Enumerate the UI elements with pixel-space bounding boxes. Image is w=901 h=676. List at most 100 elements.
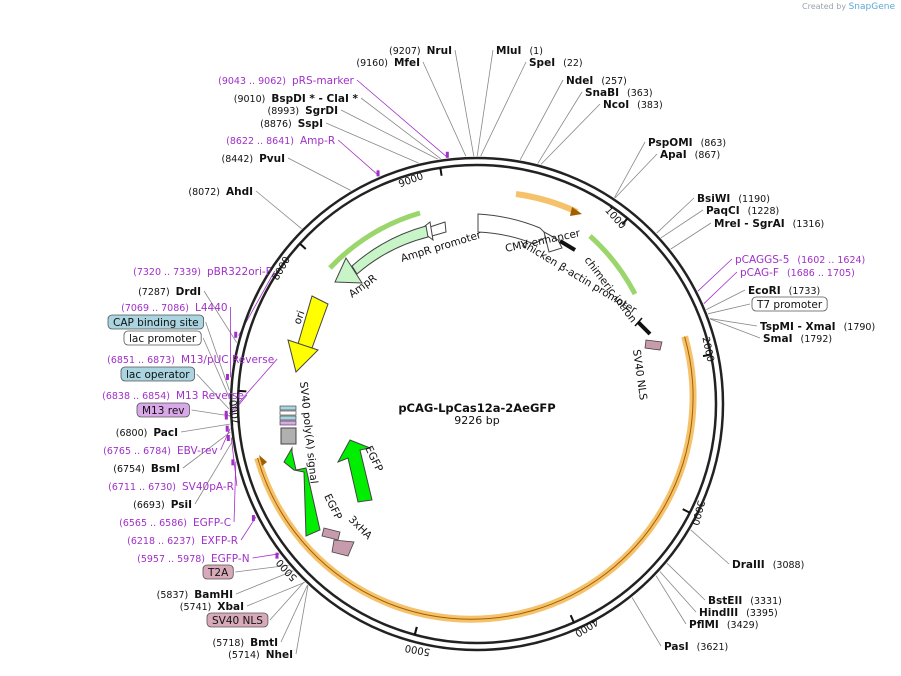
enzyme-pos-left-2: (9010) (234, 94, 266, 105)
primer-pos-7: (6838 .. 6854) (102, 391, 170, 402)
primer-12: EGFP-N (211, 553, 250, 565)
lpcas12a-orf-arc (254, 335, 697, 623)
chimeric-intron-bar (636, 320, 652, 336)
boxed-leader-2 (202, 337, 230, 398)
leader-left-6 (255, 190, 302, 230)
leader-right-1 (480, 61, 527, 157)
enzyme-pos-14: (3331) (750, 596, 782, 607)
promoter-black-bar (558, 239, 577, 252)
boxed-label-6: SV40 NLS (206, 612, 269, 628)
boxed-leader-6 (269, 581, 305, 621)
egfp-arrow-lower (283, 446, 321, 537)
primer-pos-0: (9043 .. 9062) (218, 76, 286, 87)
enzyme-pos-17: (3621) (697, 642, 729, 653)
enzyme-pos-12: (1792) (801, 334, 833, 345)
tick-label-6: 7000 (228, 399, 242, 426)
enzyme-pos-left-5: (8442) (221, 154, 253, 165)
boxed-label-text-0: T7 promoter (756, 299, 823, 311)
boxed-label-2: lac promoter (123, 330, 202, 346)
boxed-leader-1 (205, 321, 230, 391)
tick-label-4: 5000 (404, 642, 431, 657)
leader-left-3 (340, 109, 438, 160)
leader-left-14 (295, 585, 309, 655)
green-arc-left (328, 210, 421, 270)
enzyme-site-1: SpeI (529, 57, 555, 69)
enzyme-pos-0: (1) (529, 46, 542, 57)
leader-left-12 (246, 581, 305, 607)
leader-left-5 (287, 157, 351, 191)
green-arc-right (588, 234, 638, 296)
primer-mark-9 (226, 434, 230, 441)
enzyme-pos-13: (3088) (773, 560, 805, 571)
label-egfp-lower: EGFP (321, 492, 344, 522)
t2a-box (331, 539, 355, 557)
enzyme-pos-left-4: (8876) (260, 119, 292, 130)
enzyme-site-16: PflMI (689, 619, 719, 631)
primer-3: pCAG-F (740, 267, 779, 279)
leader-right-6 (614, 153, 658, 199)
leader-right-7 (656, 197, 695, 234)
enzyme-pos-15: (3395) (746, 608, 778, 619)
leader-right-9 (670, 222, 712, 250)
boxed-label-bg-0 (751, 296, 828, 312)
enzyme-site-left-10: PsiI (171, 499, 192, 511)
leader-right-16 (655, 575, 687, 625)
enzyme-site-8: PaqCI (706, 205, 740, 217)
enzyme-site-14: BstEII (708, 595, 742, 607)
enzyme-pos-2: (257) (601, 76, 627, 87)
enzyme-pos-left-1: (9160) (356, 58, 388, 69)
right-enzyme-labels: MluI(1)SpeI(22)NdeI(257)SnaBI(363)NcoI(3… (496, 45, 875, 653)
m13-rev-box (279, 420, 297, 426)
primer-pos-10: (6565 .. 6586) (119, 518, 187, 529)
egfp-arrow-upper (336, 439, 373, 503)
tick-label-8: 9000 (397, 171, 425, 190)
enzyme-pos-4: (383) (637, 100, 663, 111)
leader-right-11 (709, 318, 758, 327)
enzyme-site-15: HindIII (699, 607, 738, 619)
primer-mark-5 (225, 373, 229, 380)
boxed-label-3: lac operator (120, 366, 196, 382)
primer-5: L4440 (195, 302, 228, 314)
backbone-inner-ring (236, 163, 718, 645)
enzyme-pos-left-11: (5837) (157, 590, 189, 601)
3xha-box (321, 527, 341, 541)
primer-pos-4: (7320 .. 7339) (133, 267, 201, 278)
primer-9: SV40pA-R (182, 481, 234, 493)
boxed-label-bg-2 (123, 330, 202, 346)
enzyme-pos-left-9: (6754) (113, 464, 145, 475)
leader-left-8 (180, 423, 230, 433)
plasmid-length: 9226 bp (454, 414, 499, 427)
primer-10: EGFP-C (193, 517, 231, 529)
enzyme-pos-5: (863) (701, 138, 727, 149)
primer-leader-3 (703, 271, 738, 304)
enzyme-site-9: MreI - SgrAI (714, 218, 785, 230)
enzyme-pos-left-10: (6693) (133, 500, 165, 511)
primer-2: pCAGGS-5 (735, 254, 789, 266)
label-3xha: 3xHA (346, 514, 375, 543)
chimeric-intron-tick (634, 317, 643, 327)
tick-label-2: 3000 (689, 499, 706, 526)
boxed-label-bg-5 (202, 564, 234, 580)
cap-binding-box (279, 405, 297, 411)
tick-label-7: 8000 (271, 255, 293, 283)
tick-label-1: 2000 (699, 336, 715, 363)
primer-mark-11 (251, 515, 255, 522)
tick-mark-2 (682, 508, 691, 514)
cmv-enhancer-arrow (477, 213, 549, 245)
snapgene-brand: Created by SnapGene (802, 2, 895, 12)
primer-pos-3: (1686 .. 1705) (787, 268, 855, 279)
primer-mark-1 (376, 170, 380, 177)
leader-left-4 (325, 122, 419, 164)
boxed-label-text-4: M13 rev (142, 405, 185, 417)
leader-right-15 (659, 571, 697, 613)
lac-promoter-box (279, 410, 297, 416)
enzyme-site-left-3: SgrDI (305, 105, 338, 117)
primer-6: M13/pUC Reverse (181, 354, 274, 366)
enzyme-site-6: ApaI (660, 149, 687, 161)
enzyme-pos-16: (3429) (727, 620, 759, 631)
tick-label-0: 1000 (602, 205, 627, 231)
enzyme-site-left-2: BspDI * - ClaI * (271, 93, 358, 105)
primer-leader-12 (252, 553, 280, 559)
enzyme-pos-11: (1790) (844, 322, 876, 333)
